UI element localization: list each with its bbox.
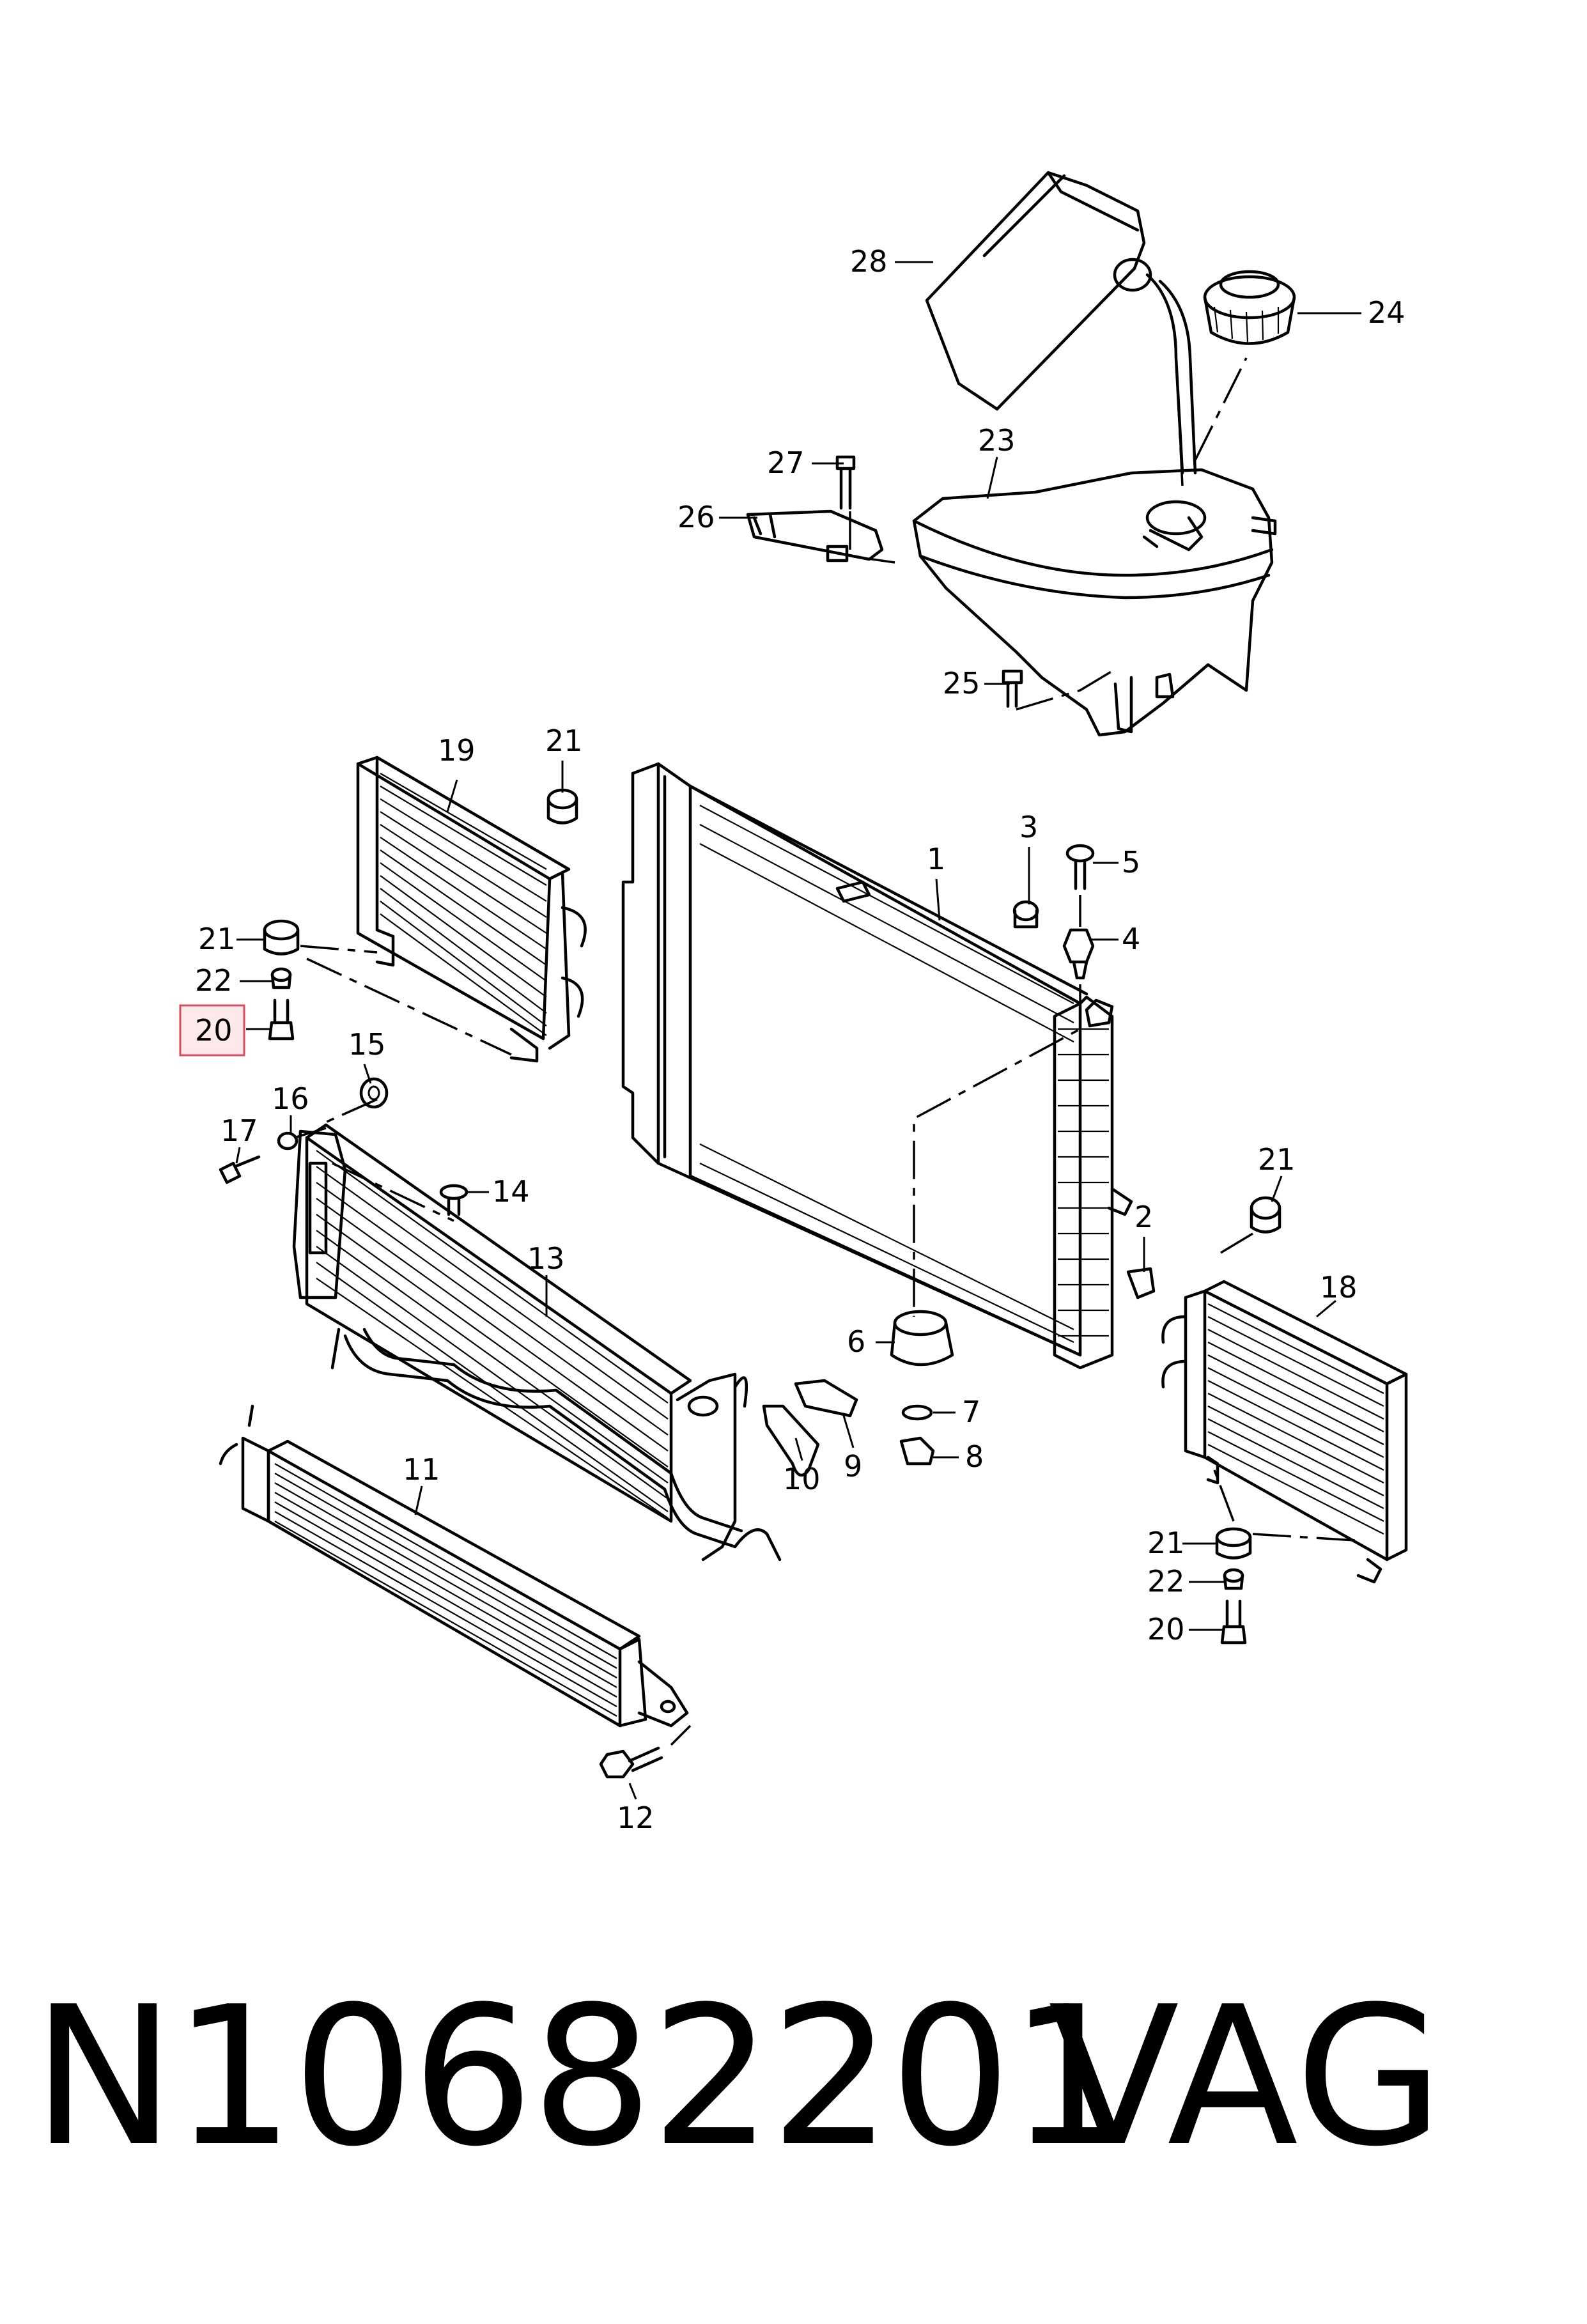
callout-23: 23 (978, 423, 1016, 458)
callout-27: 27 (767, 445, 805, 480)
grommet-4-part (1062, 928, 1095, 980)
callout-2: 2 (1134, 1200, 1153, 1234)
callout-26: 26 (677, 500, 715, 534)
rubber-mount-21b-part (263, 919, 300, 956)
bracket-9-part (794, 1379, 858, 1418)
expansion-tank-part (912, 468, 1277, 737)
grommet-15-part (359, 1077, 389, 1109)
bolt-25-part (1002, 669, 1023, 708)
rubber-mount-21c-part (1250, 1196, 1281, 1234)
leader-lines (235, 261, 1361, 1800)
highlight-box (179, 1004, 245, 1057)
callout-9: 9 (844, 1449, 862, 1483)
rubber-mount-21a-part (546, 788, 578, 825)
front-cooler-13-part (292, 1123, 782, 1561)
callout-20b: 20 (1147, 1612, 1185, 1646)
callout-21c: 21 (1258, 1142, 1296, 1177)
brand-name: VAG (1048, 1965, 1444, 2188)
callout-14: 14 (492, 1174, 530, 1209)
assembly-lines (293, 357, 1356, 1746)
callout-4: 4 (1122, 922, 1140, 956)
bolt-20a-part (268, 998, 295, 1041)
clip-2-part (1126, 1267, 1156, 1299)
bushing-16-part (277, 1131, 298, 1150)
callout-21b: 21 (198, 922, 236, 956)
mount-6-part (890, 1310, 954, 1367)
main-radiator-part (621, 762, 1133, 1370)
callout-19: 19 (438, 733, 476, 768)
bolt-20b-part (1220, 1599, 1247, 1645)
callout-1: 1 (927, 842, 945, 876)
clip-10-part (762, 1404, 820, 1477)
auxiliary-cooler-19-part (356, 755, 587, 1063)
washer-7-part (901, 1404, 933, 1421)
reservoir-cap-part (1203, 270, 1296, 345)
callout-12: 12 (617, 1801, 654, 1835)
callout-8: 8 (965, 1439, 984, 1474)
callout-24: 24 (1368, 295, 1405, 330)
callout-6: 6 (847, 1324, 865, 1359)
callout-25: 25 (943, 666, 980, 701)
bushing-22b-part (1223, 1568, 1244, 1590)
callout-11: 11 (403, 1452, 440, 1487)
footer: N10682201 VAG (32, 1949, 1566, 2205)
callout-5: 5 (1122, 845, 1140, 879)
auxiliary-cooler-18-part (1161, 1280, 1408, 1584)
screw-5-part (1065, 844, 1095, 890)
callout-13: 13 (527, 1241, 565, 1276)
callout-7: 7 (962, 1395, 980, 1429)
callout-labels: 28 24 23 27 26 25 19 21 1 3 5 4 21 22 20… (195, 244, 1405, 1835)
callout-21d: 21 (1147, 1526, 1185, 1560)
callout-21a: 21 (545, 724, 583, 758)
part-number: N10682201 (32, 1965, 1131, 2188)
callout-28: 28 (850, 244, 888, 279)
callout-22b: 22 (1147, 1564, 1185, 1599)
nut-8-part (899, 1436, 935, 1466)
lower-cooler-11-part (219, 1404, 689, 1728)
callout-22a: 22 (195, 963, 233, 998)
callout-18: 18 (1320, 1270, 1358, 1305)
screw-17-part (219, 1155, 261, 1184)
bolt-12-part (599, 1746, 663, 1779)
rubber-mount-21d-part (1215, 1527, 1252, 1560)
bracket-26-part (746, 509, 884, 562)
bolt-27-part (835, 455, 856, 510)
callout-15: 15 (348, 1027, 386, 1062)
coolant-canister-part (925, 171, 1197, 475)
callout-20a: 20 (195, 1013, 233, 1048)
bushing-22a-part (270, 967, 292, 989)
callout-3: 3 (1019, 810, 1038, 844)
callout-10: 10 (783, 1462, 821, 1496)
plug-3-part (1012, 900, 1039, 929)
callout-17: 17 (221, 1113, 258, 1148)
callout-16: 16 (272, 1081, 309, 1116)
